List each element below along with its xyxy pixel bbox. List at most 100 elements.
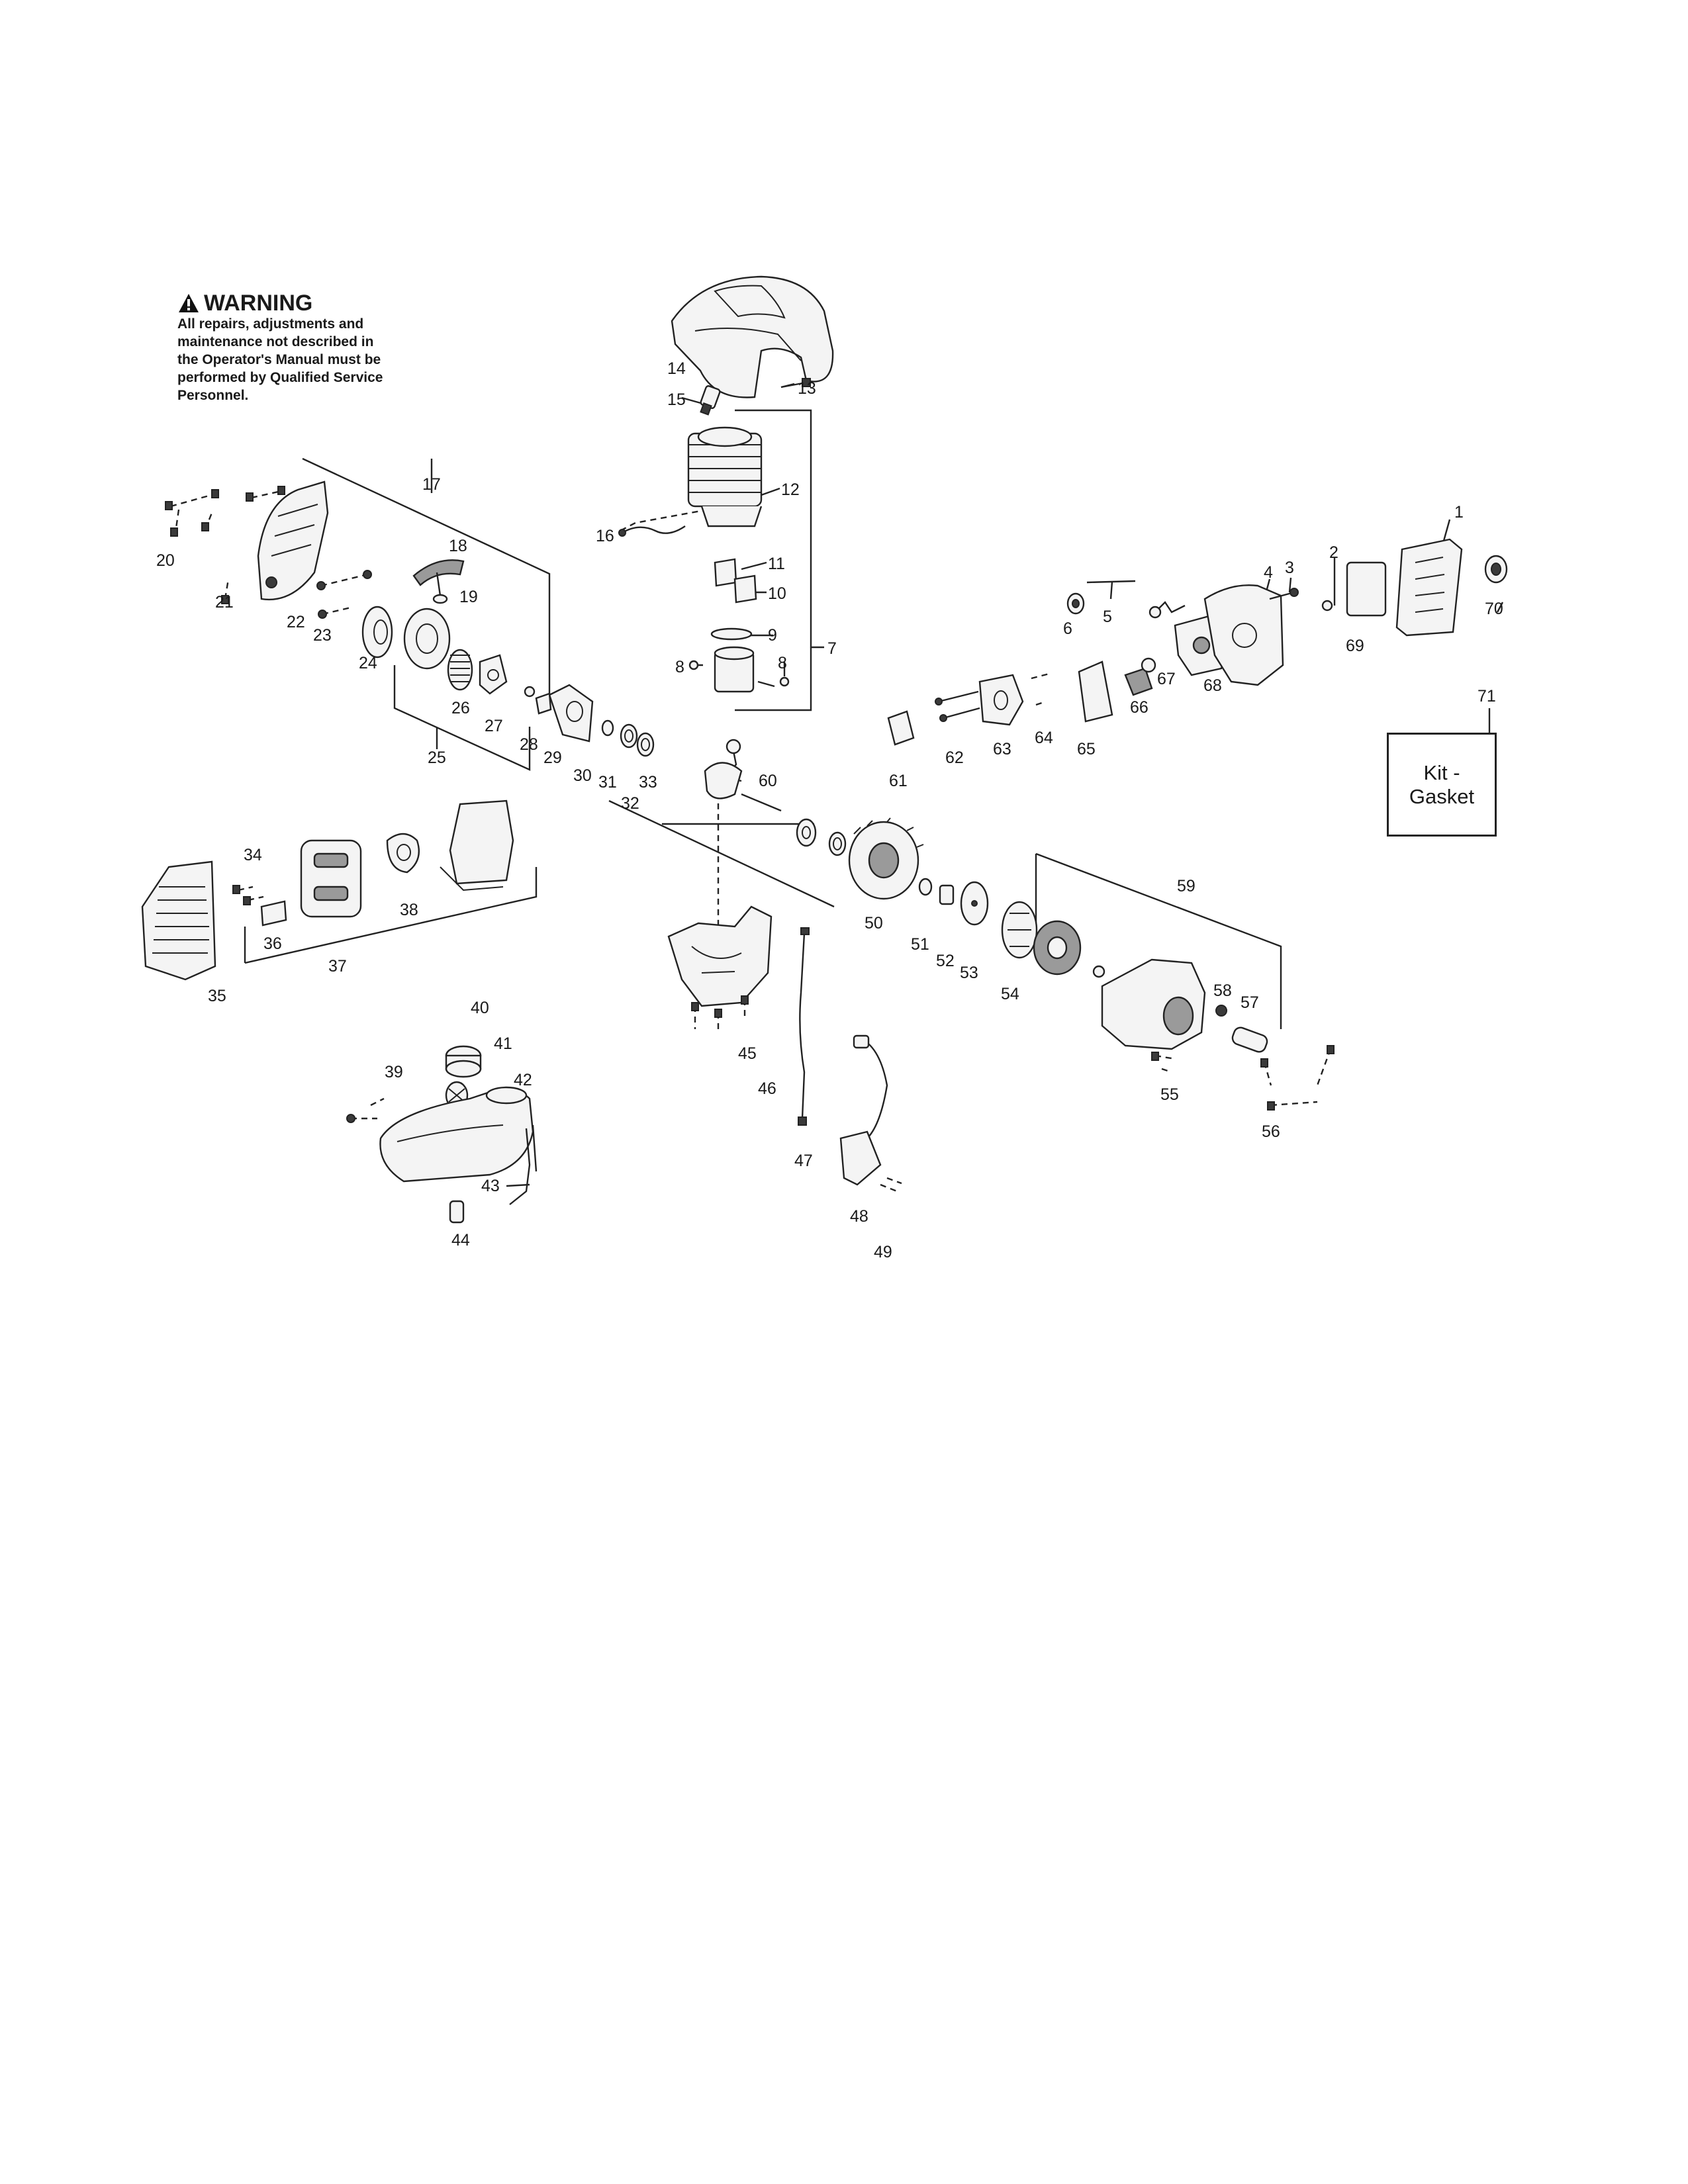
callout-67: 67 bbox=[1157, 670, 1176, 688]
intake-63-part bbox=[978, 674, 1024, 726]
gasket-11-part bbox=[714, 558, 737, 587]
engine-cover-part bbox=[671, 275, 834, 398]
callout-56: 56 bbox=[1262, 1122, 1280, 1141]
callout-8a: 8 bbox=[675, 658, 684, 676]
callout-13: 13 bbox=[798, 379, 816, 398]
starter-handle-part bbox=[412, 559, 465, 604]
callout-51: 51 bbox=[911, 935, 929, 954]
callout-2: 2 bbox=[1329, 543, 1338, 562]
bracket-30-part bbox=[548, 684, 594, 743]
bearing-31-part bbox=[601, 719, 614, 737]
callout-45: 45 bbox=[738, 1044, 757, 1063]
muffler-part bbox=[300, 839, 362, 918]
ignition-module-part bbox=[839, 1034, 888, 1186]
bearing-right-part bbox=[796, 818, 847, 856]
callout-70: 70 bbox=[1485, 600, 1503, 618]
callout-7: 7 bbox=[827, 639, 837, 658]
callout-55: 55 bbox=[1160, 1085, 1179, 1104]
callout-50: 50 bbox=[865, 914, 883, 933]
callout-46: 46 bbox=[758, 1079, 776, 1098]
callout-65: 65 bbox=[1077, 740, 1096, 758]
callout-49: 49 bbox=[874, 1243, 892, 1261]
washer-51-part bbox=[918, 878, 933, 896]
gasket-38-part bbox=[386, 833, 420, 874]
bearing-32-part bbox=[620, 723, 638, 749]
callout-52: 52 bbox=[936, 952, 955, 970]
gasket-kit-box: Kit - Gasket bbox=[1387, 733, 1497, 837]
callout-21: 21 bbox=[215, 593, 234, 612]
callout-32: 32 bbox=[621, 794, 639, 813]
callout-1: 1 bbox=[1454, 503, 1464, 522]
callout-60: 60 bbox=[759, 772, 777, 790]
air-filter-base-part bbox=[1203, 584, 1284, 686]
callout-17: 17 bbox=[422, 475, 441, 494]
callout-30: 30 bbox=[573, 766, 592, 785]
screws-55-part bbox=[1151, 1052, 1176, 1073]
screws-23-part bbox=[316, 570, 372, 619]
reel-24-part bbox=[361, 606, 393, 659]
callout-16: 16 bbox=[596, 527, 614, 545]
callout-12: 12 bbox=[781, 480, 800, 499]
callout-44: 44 bbox=[451, 1231, 470, 1250]
shroud-35-part bbox=[141, 860, 216, 981]
clutch-part bbox=[1001, 901, 1038, 959]
wire-16-part bbox=[618, 525, 686, 537]
callout-20: 20 bbox=[156, 551, 175, 570]
callout-11: 11 bbox=[768, 555, 785, 573]
screws-39-part bbox=[346, 1097, 385, 1123]
starter-pulley-part bbox=[403, 608, 451, 670]
callout-48: 48 bbox=[850, 1207, 868, 1226]
callout-41: 41 bbox=[494, 1034, 512, 1053]
plate-36-part bbox=[260, 900, 287, 927]
screws-21-part bbox=[221, 486, 285, 604]
callout-26: 26 bbox=[451, 699, 470, 717]
plate-53-part bbox=[960, 881, 989, 926]
callout-62: 62 bbox=[945, 749, 964, 767]
bracket-61-part bbox=[887, 710, 915, 746]
clip-8a-part bbox=[688, 660, 699, 670]
callout-47: 47 bbox=[794, 1152, 813, 1170]
callout-18: 18 bbox=[449, 537, 467, 555]
warning-text: All repairs, adjustments and maintenance… bbox=[177, 316, 383, 403]
screws-49-part bbox=[880, 1177, 902, 1193]
fuel-cap-part bbox=[445, 1045, 482, 1078]
callout-22: 22 bbox=[287, 613, 305, 631]
screws-64-part bbox=[1031, 672, 1050, 706]
pulley-27-part bbox=[479, 654, 508, 695]
starter-housing-part bbox=[257, 480, 329, 601]
callout-27: 27 bbox=[485, 717, 503, 735]
nut-52-part bbox=[939, 884, 955, 905]
callout-43: 43 bbox=[481, 1177, 500, 1195]
callout-58: 58 bbox=[1213, 981, 1232, 1000]
fuel-filter-44-part bbox=[449, 1200, 465, 1224]
warning-heading: WARNING bbox=[177, 291, 442, 315]
callout-54: 54 bbox=[1001, 985, 1019, 1003]
callout-4: 4 bbox=[1264, 563, 1273, 582]
callout-59: 59 bbox=[1177, 877, 1196, 895]
grommet-2-part bbox=[1321, 600, 1333, 612]
warning-triangle-icon bbox=[179, 294, 199, 312]
callout-40: 40 bbox=[471, 999, 489, 1017]
callout-8b: 8 bbox=[778, 654, 787, 672]
bolts-62-part bbox=[935, 690, 980, 722]
heat-shield-part bbox=[440, 799, 514, 891]
callout-25: 25 bbox=[428, 749, 446, 767]
warning-notice: WARNING All repairs, adjustments and mai… bbox=[177, 291, 442, 404]
screws-45-part bbox=[691, 995, 749, 1032]
fuel-line-43-part bbox=[506, 1183, 530, 1187]
callout-66: 66 bbox=[1130, 698, 1149, 717]
callout-61: 61 bbox=[889, 772, 908, 790]
ignition-wire-part bbox=[798, 927, 810, 1126]
knob-70-part bbox=[1484, 555, 1508, 584]
gasket-10-part bbox=[733, 574, 757, 604]
gear-housing-part bbox=[1092, 958, 1206, 1050]
callout-10: 10 bbox=[768, 584, 786, 603]
screw-13-part bbox=[780, 378, 811, 388]
warning-title: WARNING bbox=[204, 291, 313, 316]
kit-label-line2: Gasket bbox=[1409, 784, 1475, 808]
piston-part bbox=[714, 646, 775, 693]
callout-28: 28 bbox=[520, 735, 538, 754]
callout-42: 42 bbox=[514, 1071, 532, 1089]
callout-39: 39 bbox=[385, 1063, 403, 1081]
callout-38: 38 bbox=[400, 901, 418, 919]
